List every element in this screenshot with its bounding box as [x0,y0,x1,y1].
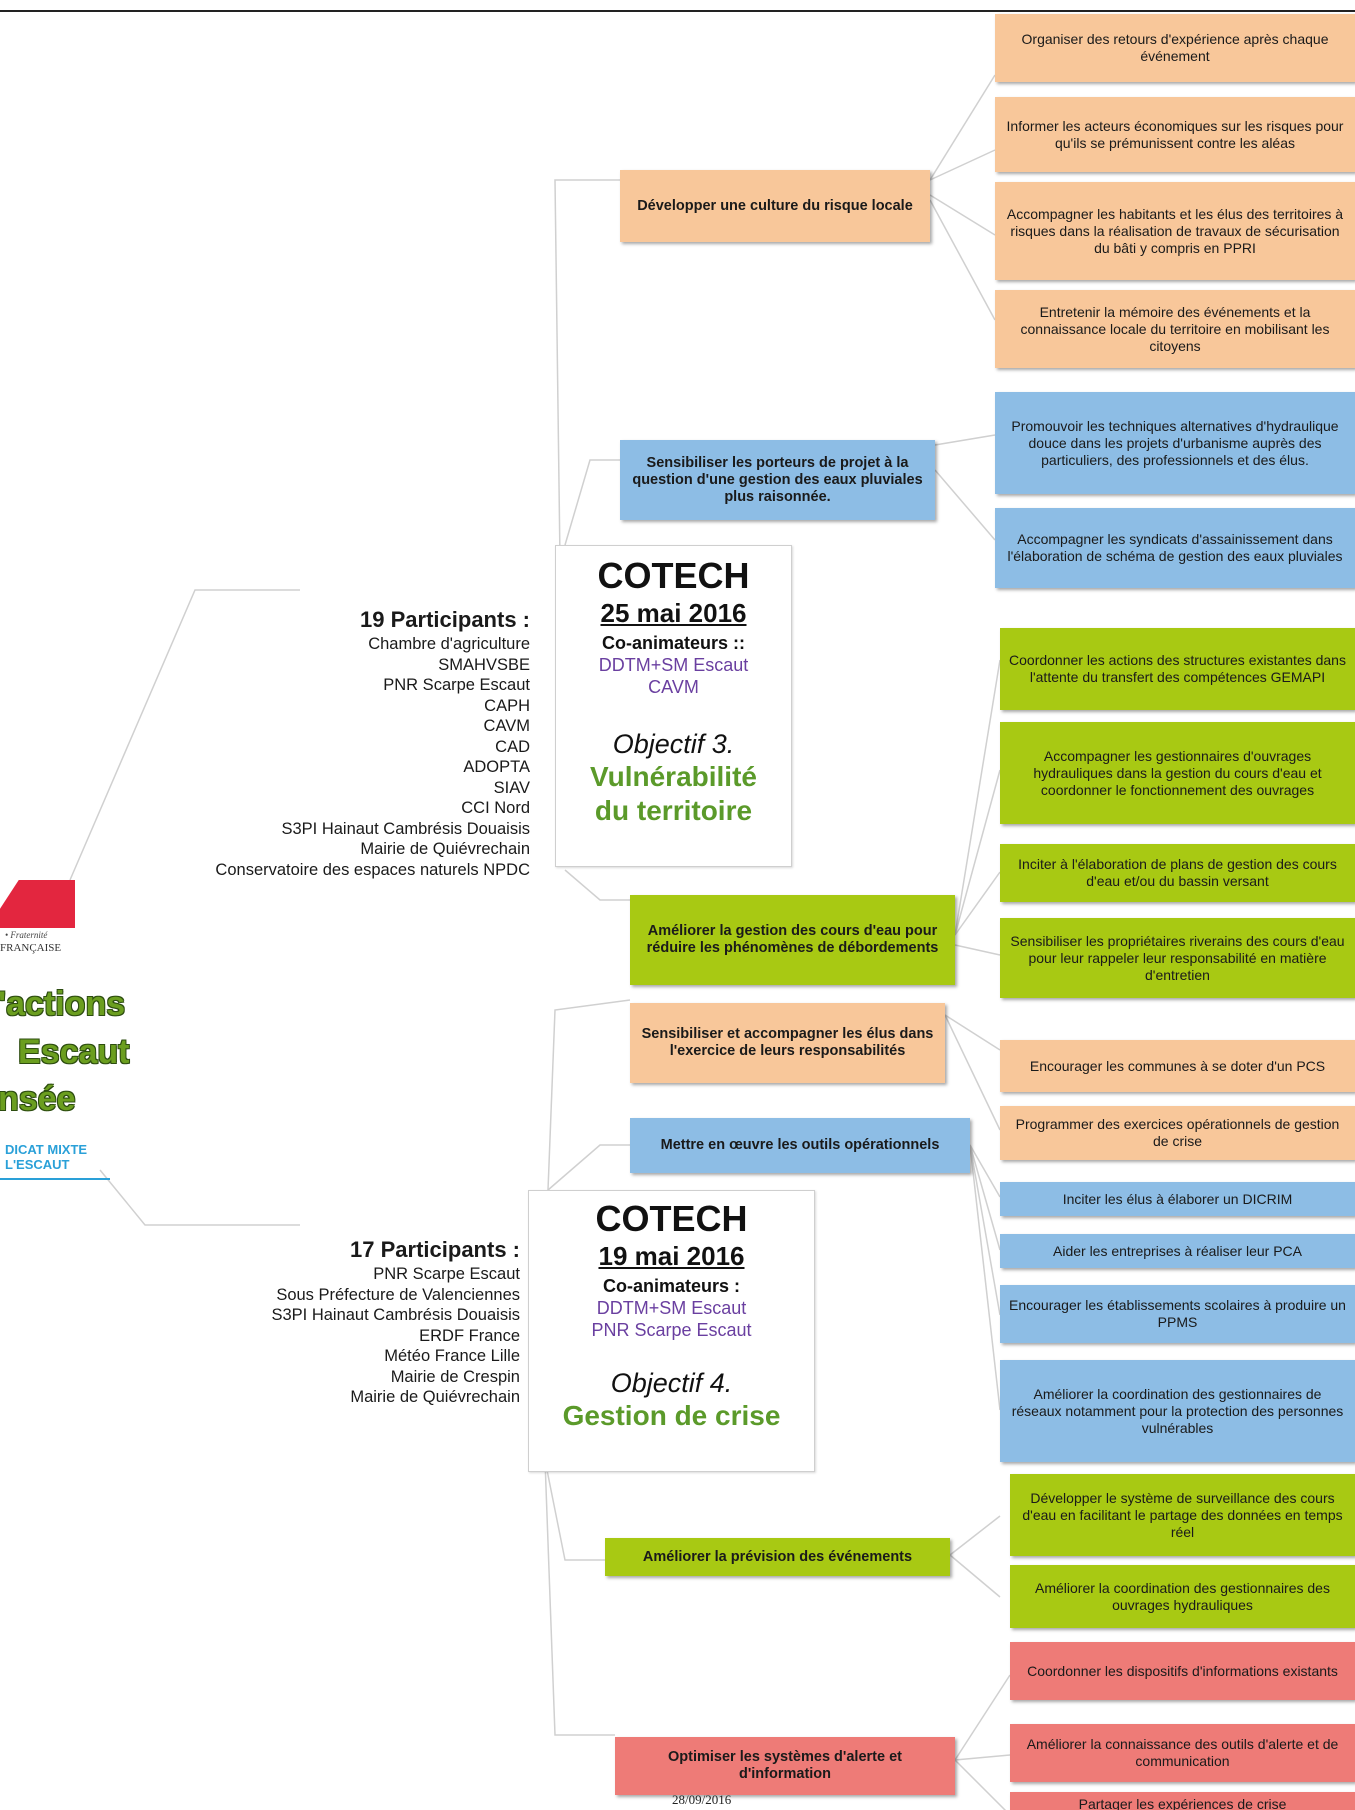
participant: PNR Scarpe Escaut [373,1265,520,1283]
sub-action: Aider les entreprises à réaliser leur PC… [1000,1234,1355,1268]
participant: CAPH [484,696,530,715]
participant: Mairie de Quiévrechain [360,840,530,858]
participant: S3PI Hainaut Cambrésis Douaisis [271,1306,520,1324]
action-node-prevision: Améliorer la prévision des événements [605,1538,950,1576]
sub-action: Inciter à l'élaboration de plans de gest… [1000,844,1355,902]
cotech-title: COTECH [597,555,750,596]
title-fragment-2: Escaut [18,1033,130,1071]
cotech-date: 19 mai 2016 [598,1241,745,1271]
objective-label: Objectif 3. [612,729,735,759]
participants-list-2: 17 Participants : PNR Scarpe Escaut Sous… [271,1236,520,1408]
coanimator: PNR Scarpe Escaut [591,1320,752,1340]
participant: S3PI Hainaut Cambrésis Douaisis [281,819,530,838]
connector-c2-b4 [547,999,631,1191]
coanimator: DDTM+SM Escaut [596,1298,747,1318]
top-border-line [0,10,1355,12]
sub-action: Programmer des exercices opérationnels d… [1000,1106,1355,1160]
participant: PNR Scarpe Escaut [383,676,530,694]
connector-c1-b1 [554,179,620,561]
action-node-outils: Mettre en œuvre les outils opérationnels [630,1118,970,1173]
sub-action: Coordonner les dispositifs d'information… [1010,1642,1355,1700]
connector-left-upper [69,589,300,881]
sub-action: Accompagner les syndicats d'assainisseme… [995,508,1355,588]
sub-action: Accompagner les habitants et les élus de… [995,182,1355,280]
objective-theme: Gestion de crise [562,1400,781,1431]
action-node-cours-eau: Améliorer la gestion des cours d'eau pou… [630,895,955,985]
action-node-elus: Sensibiliser et accompagner les élus dan… [630,1003,945,1083]
participant: Sous Préfecture de Valenciennes [276,1285,520,1304]
sub-action: Informer les acteurs économiques sur les… [995,97,1355,172]
participant: ADOPTA [463,758,530,776]
participant: SIAV [493,778,530,797]
sub-action: Accompagner les gestionnaires d'ouvrages… [1000,722,1355,824]
participant: CCI Nord [461,799,530,817]
syndicate-underline [0,1178,110,1180]
action-node-culture-risque: Développer une culture du risque locale [620,170,930,242]
sub-action: Partager les expériences de crise [1010,1792,1355,1810]
sub-action: Coordonner les actions des structures ex… [1000,628,1355,710]
sub-action: Inciter les élus à élaborer un DICRIM [1000,1182,1355,1216]
title-fragment-1: 'actions [0,985,126,1023]
cotech-title: COTECH [595,1198,748,1239]
sub-action: Améliorer la coordination des gestionnai… [1010,1565,1355,1628]
participants-list-1: 19 Participants : Chambre d'agriculture … [215,606,530,880]
republic-caption: FRANÇAISE [0,942,62,954]
cotech-date: 25 mai 2016 [600,598,747,628]
sub-action: Améliorer la coordination des gestionnai… [1000,1360,1355,1462]
sub-action: Améliorer la connaissance des outils d'a… [1010,1724,1355,1782]
participants-title-1: 19 Participants : [360,607,530,632]
objective-label: Objectif 4. [610,1368,733,1398]
objective-theme: du territoire [594,795,753,826]
sub-action: Promouvoir les techniques alternatives d… [995,392,1355,494]
participant: Mairie de Quiévrechain [350,1388,520,1406]
connector-c2-b7 [544,1459,615,1736]
participant: CAD [495,737,530,756]
action-node-alerte: Optimiser les systèmes d'alerte et d'inf… [615,1737,955,1795]
participant: Mairie de Crespin [390,1367,520,1386]
cotech-box-2: COTECH 19 mai 2016 Co-animateurs : DDTM+… [528,1190,815,1472]
connector-c2-b6 [544,1459,605,1561]
participants-title-2: 17 Participants : [350,1237,520,1262]
sub-action: Développer le système de surveillance de… [1010,1474,1355,1556]
coanimators-label: Co-animateurs : [602,1276,741,1296]
flag-caption: • Fraternité [5,930,48,940]
participant: SMAHVSBE [438,655,530,674]
connector-c2-b5 [547,1144,630,1191]
syndicate-line-2: L'ESCAUT [5,1157,70,1172]
sub-action: Sensibiliser les propriétaires riverains… [1000,918,1355,998]
objective-theme: Vulnérabilité [589,761,757,792]
participant: Chambre d'agriculture [368,635,530,653]
sub-action: Encourager les communes à se doter d'un … [1000,1040,1355,1092]
connector-left-lower [99,1169,300,1226]
participant: Conservatoire des espaces naturels NPDC [215,860,530,879]
participant: CAVM [483,717,530,735]
participant: Météo France Lille [384,1347,520,1365]
participant: ERDF France [419,1326,520,1345]
footer-date: 28/09/2016 [672,1792,732,1807]
title-fragment-3: nsée [0,1080,76,1118]
action-node-eaux-pluviales: Sensibiliser les porteurs de projet à la… [620,440,935,520]
connector-c1-b2 [564,459,620,546]
coanimator: CAVM [648,677,699,697]
sub-action: Organiser des retours d'expérience après… [995,14,1355,82]
syndicate-line-1: DICAT MIXTE [5,1142,88,1157]
sub-action: Entretenir la mémoire des événements et … [995,290,1355,368]
sub-action: Encourager les établissements scolaires … [1000,1285,1355,1343]
cotech-box-1: COTECH 25 mai 2016 Co-animateurs :: DDTM… [555,545,792,867]
coanimator: DDTM+SM Escaut [598,655,749,675]
connector-c1-b3 [564,869,630,901]
coanimators-label: Co-animateurs :: [601,633,745,653]
